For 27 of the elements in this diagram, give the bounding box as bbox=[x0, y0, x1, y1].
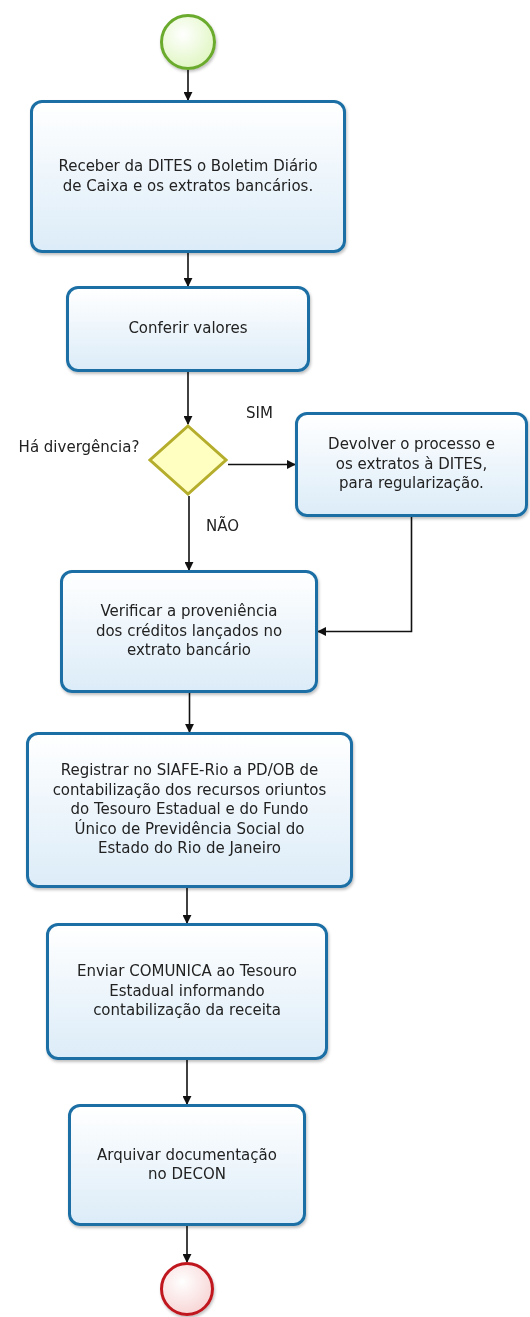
process-text: Verificar a proveniência dos créditos lançados no extrato bancário bbox=[94, 602, 284, 661]
process-box bbox=[66, 286, 310, 372]
arrow bbox=[185, 692, 194, 733]
process-text: Registrar no SIAFE-Rio a PD/OB de contabilização dos recursos oriuntos do Tesouro Estadual e do Fundo Único de Previdência Social do Estado do Rio de Janeiro bbox=[51, 761, 328, 859]
process-text: Enviar COMUNICA ao Tesouro Estadual informando contabilização da receita bbox=[76, 962, 298, 1021]
arrow bbox=[183, 69, 193, 101]
arrow bbox=[184, 495, 194, 571]
process-text: Conferir valores bbox=[128, 319, 248, 339]
arrow bbox=[182, 887, 192, 924]
process-box bbox=[68, 1104, 306, 1226]
process-text: Receber da DITES o Boletim Diário de Caixa e os extratos bancários. bbox=[57, 157, 319, 196]
arrow bbox=[227, 460, 296, 469]
end-event bbox=[160, 1262, 214, 1316]
arrow bbox=[182, 1225, 192, 1263]
arrow bbox=[317, 516, 413, 636]
process-box bbox=[26, 732, 353, 888]
process-box bbox=[60, 570, 318, 693]
process-text: Devolver o processo e os extratos à DITES, para regularização. bbox=[327, 435, 496, 494]
arrow bbox=[183, 252, 193, 287]
arrow bbox=[182, 1059, 192, 1105]
process-text: Arquivar documentação no DECON bbox=[96, 1145, 278, 1185]
process-box bbox=[30, 100, 346, 253]
decision-label: Há divergência? bbox=[17, 438, 141, 458]
process-box bbox=[295, 412, 528, 517]
process-box bbox=[46, 923, 328, 1060]
arrow bbox=[183, 371, 193, 425]
start-event bbox=[160, 14, 216, 70]
